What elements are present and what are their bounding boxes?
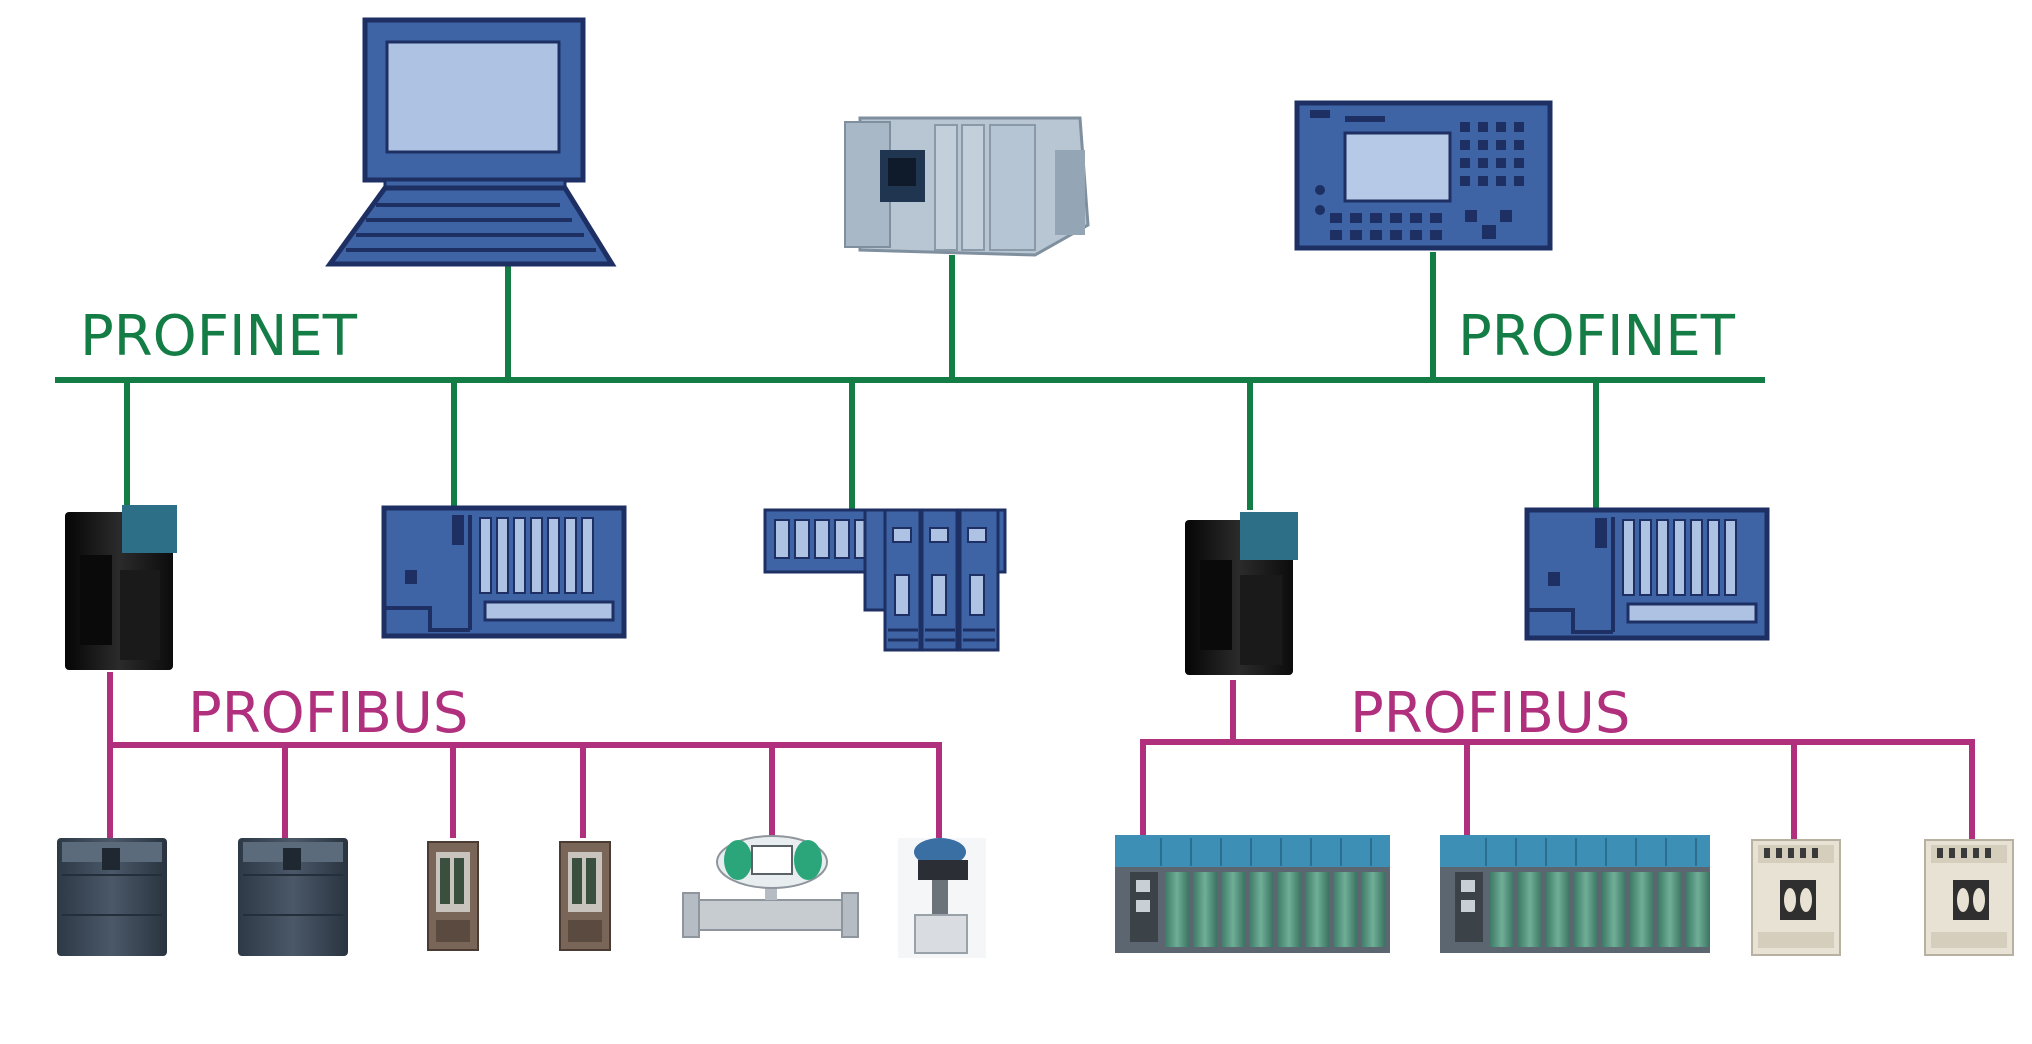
- plc-cpu-icon: [844, 116, 1090, 257]
- profibus-label-left: PROFIBUS: [188, 681, 468, 746]
- distributed-io-module-icon: [559, 841, 611, 951]
- io-terminal-icon: [1440, 835, 1710, 953]
- computer-icon: [325, 17, 617, 267]
- io-terminal-icon: [1115, 835, 1390, 953]
- profibus-bus-right: [1140, 680, 1975, 840]
- profibus-bus-left: [107, 672, 942, 838]
- profibus-label-right: PROFIBUS: [1350, 681, 1630, 746]
- io-rack-icon: [381, 505, 627, 639]
- proxy-gateway-icon: [65, 505, 177, 670]
- modular-io-icon: [763, 508, 1007, 652]
- profinet-label-left: PROFINET: [80, 304, 358, 369]
- hmi-panel-icon: [1294, 100, 1553, 251]
- profinet-bus: [55, 252, 1765, 513]
- relay-module-icon: [1924, 839, 2014, 956]
- proxy-gateway-icon: [1185, 512, 1298, 675]
- profinet-label-right: PROFINET: [1458, 304, 1736, 369]
- drive-icon: [57, 838, 167, 956]
- relay-module-icon: [1751, 839, 1841, 956]
- io-rack-icon: [1524, 507, 1770, 641]
- drive-icon: [238, 838, 348, 956]
- flowmeter-icon: [682, 835, 859, 938]
- valve-icon: [898, 838, 986, 958]
- distributed-io-module-icon: [427, 841, 479, 951]
